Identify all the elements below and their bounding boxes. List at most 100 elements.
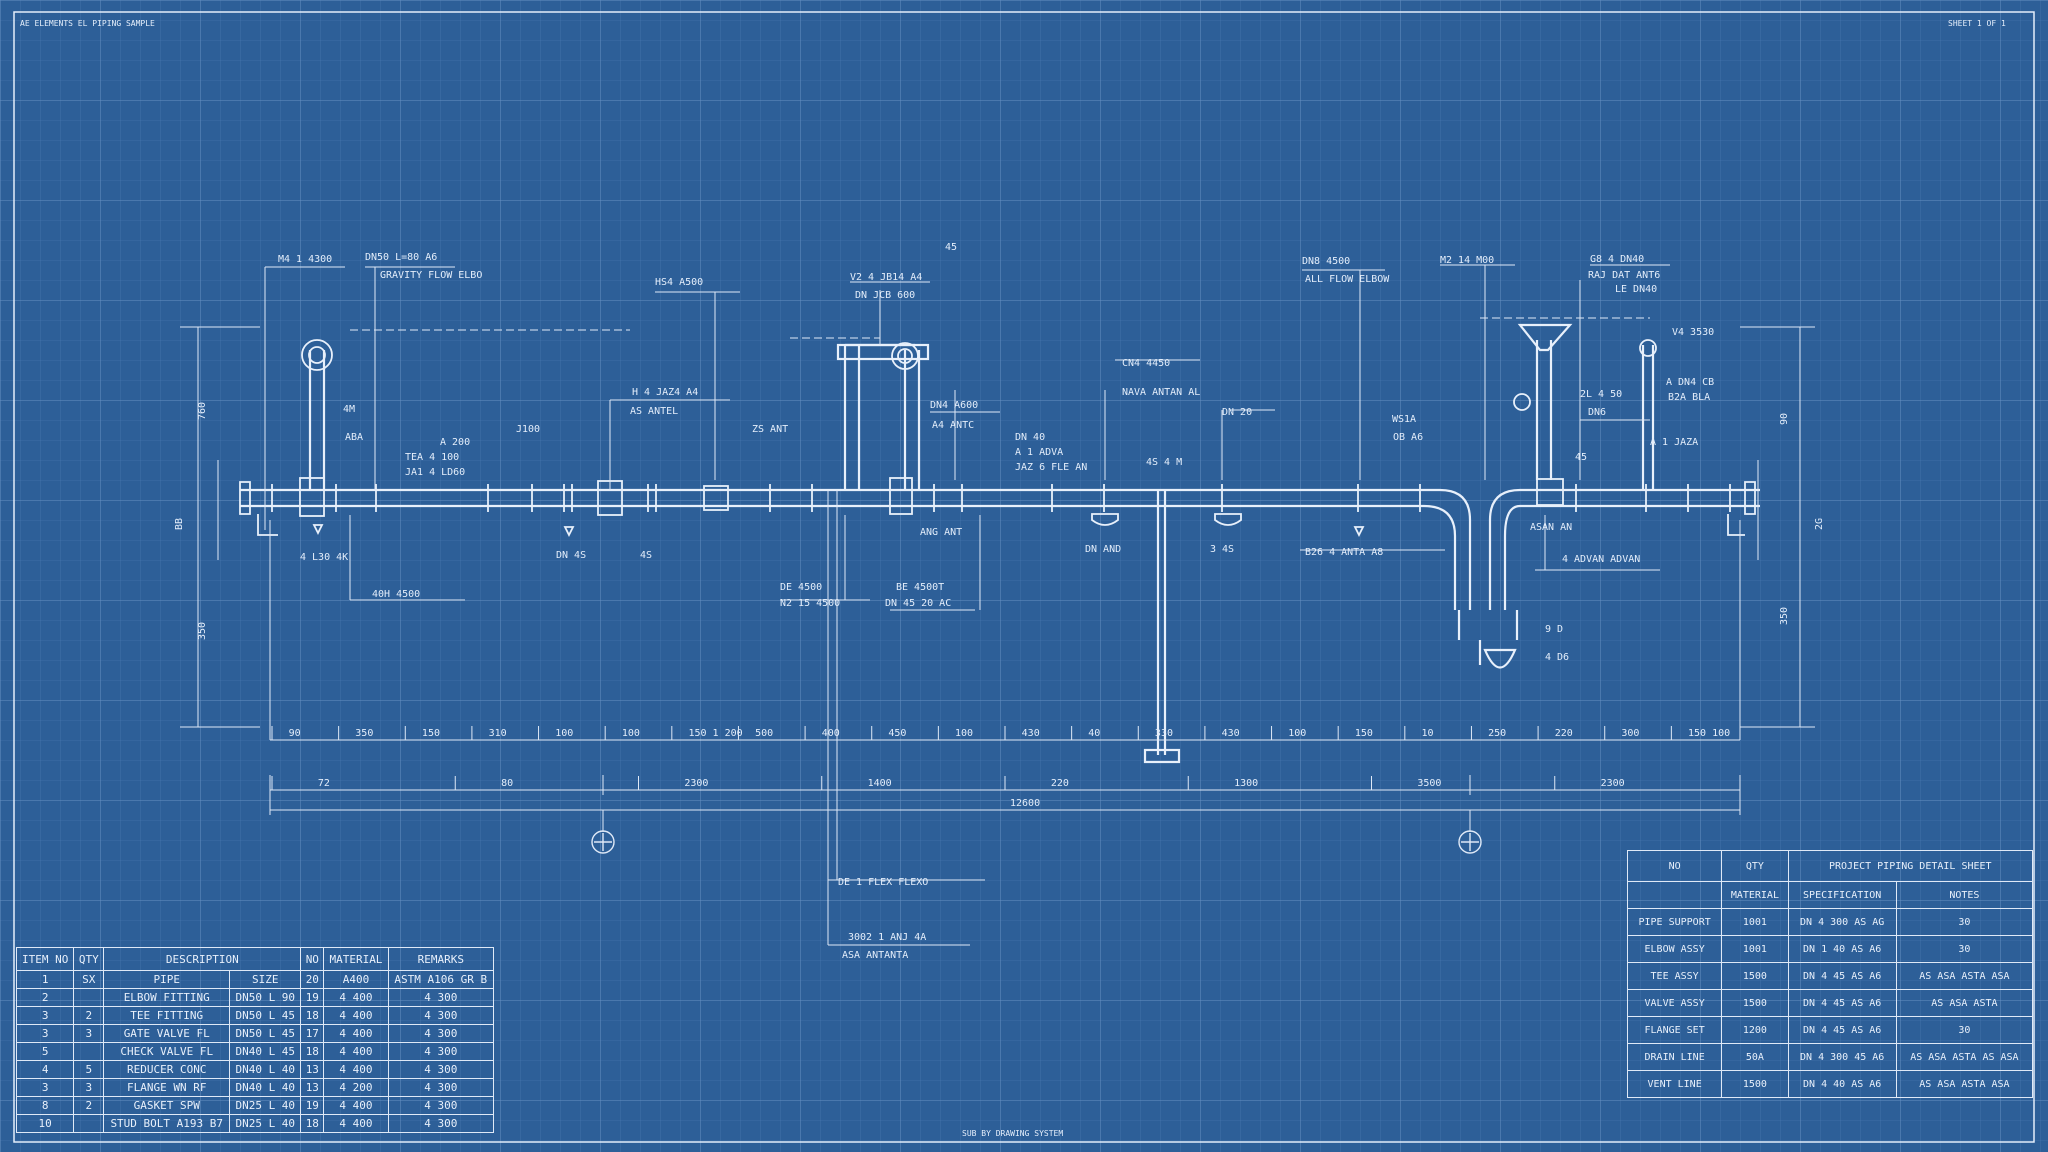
label: 45 bbox=[1575, 452, 1587, 463]
dimension-value: 40 bbox=[1088, 728, 1100, 739]
dimension-value: 500 bbox=[755, 728, 773, 739]
label: DN JCB 600 bbox=[855, 290, 915, 301]
vertical-dimension: 760 bbox=[197, 402, 208, 420]
leaders bbox=[264, 264, 1670, 946]
titleblock-header: NO bbox=[1626, 850, 1723, 882]
vertical-dimension: BB bbox=[174, 518, 185, 530]
titleblock-cell: 30 bbox=[1895, 908, 2034, 936]
label: B2A BLA bbox=[1668, 392, 1710, 403]
dimension-value: 150 bbox=[422, 728, 440, 739]
titleblock-cell: 1200 bbox=[1721, 1016, 1789, 1044]
label: 4M bbox=[343, 404, 355, 415]
dimension-value: 100 bbox=[955, 728, 973, 739]
grid-marker-icon bbox=[591, 830, 615, 854]
vertical-dimension: 90 bbox=[1779, 413, 1790, 425]
label: ALL FLOW ELBOW bbox=[1305, 274, 1390, 285]
bom-cell: 3 bbox=[73, 1078, 105, 1097]
label: 40H 4500 bbox=[372, 589, 420, 600]
titleblock-cell: MATERIAL bbox=[1721, 881, 1789, 909]
label: A DN4 CB bbox=[1666, 377, 1714, 388]
label: 9 D bbox=[1545, 624, 1563, 635]
dimension-value: 2300 bbox=[1601, 778, 1625, 789]
valve-body bbox=[703, 485, 729, 511]
label: CN4 4450 bbox=[1122, 358, 1170, 369]
titleblock-cell: SPECIFICATION bbox=[1787, 881, 1897, 909]
bom-cell: 3 bbox=[15, 1006, 75, 1025]
bom-cell: TEE FITTING bbox=[103, 1006, 231, 1025]
label: DN8 4500 bbox=[1302, 256, 1350, 267]
label: 4S 4 M bbox=[1146, 457, 1182, 468]
bom-cell: 2 bbox=[73, 1096, 105, 1115]
dimension-value: 10 bbox=[1421, 728, 1433, 739]
titleblock-cell: TEE ASSY bbox=[1626, 962, 1723, 990]
bom-cell: 4 400 bbox=[323, 1024, 389, 1043]
dimension-value: 150 1 200 bbox=[688, 728, 742, 739]
dimension-value: 150 bbox=[1355, 728, 1373, 739]
titleblock-cell: 1500 bbox=[1721, 1070, 1789, 1098]
titleblock-subheader-row: MATERIAL SPECIFICATION NOTES bbox=[1626, 881, 2034, 909]
label: DN 4S bbox=[556, 550, 586, 561]
bom-cell: 20 bbox=[300, 970, 325, 989]
titleblock-cell: NOTES bbox=[1895, 881, 2034, 909]
label: 4S bbox=[640, 550, 652, 561]
label: 4 ADVAN ADVAN bbox=[1562, 554, 1640, 565]
bom-cell: 4 400 bbox=[323, 988, 389, 1007]
titleblock-cell: AS ASA ASTA ASA bbox=[1895, 1070, 2034, 1098]
titleblock-cell: AS ASA ASTA AS ASA bbox=[1895, 1043, 2034, 1071]
dimension-value: 100 bbox=[555, 728, 573, 739]
titleblock-cell: 1500 bbox=[1721, 989, 1789, 1017]
label: DE 4500 bbox=[780, 582, 822, 593]
bom-cell: 17 bbox=[300, 1024, 325, 1043]
label: DN6 bbox=[1588, 407, 1606, 418]
label: 4 D6 bbox=[1545, 652, 1569, 663]
label: A 1 ADVA bbox=[1015, 447, 1063, 458]
bom-cell: 4 400 bbox=[323, 1060, 389, 1079]
dimension-value: 150 100 bbox=[1688, 728, 1730, 739]
bom-cell: DN25 L 40 bbox=[229, 1114, 302, 1133]
dimension-value: 220 bbox=[1555, 728, 1573, 739]
titleblock-cell: DN 4 45 AS A6 bbox=[1787, 989, 1897, 1017]
fittings bbox=[239, 339, 1756, 538]
header-right: SHEET 1 OF 1 bbox=[1948, 19, 2006, 28]
label: A 200 bbox=[440, 437, 470, 448]
label: ASA ANTANTA bbox=[842, 950, 908, 961]
dimension-value: 220 bbox=[1051, 778, 1069, 789]
bom-cell: 10 bbox=[15, 1114, 75, 1133]
vertical-dimension: 350 bbox=[1779, 607, 1790, 625]
label: JA1 4 LD60 bbox=[405, 467, 465, 478]
bom-cell: ELBOW FITTING bbox=[103, 988, 231, 1007]
bom-cell: 2 bbox=[73, 1006, 105, 1025]
label: 45 bbox=[945, 242, 957, 253]
label: ABA bbox=[345, 432, 363, 443]
vertical-dimension: 2G bbox=[1814, 518, 1825, 530]
label: M2 14 M00 bbox=[1440, 255, 1494, 266]
dimension-value: 72 bbox=[318, 778, 330, 789]
main-pipe bbox=[240, 323, 1760, 764]
bom-cell: 2 bbox=[15, 988, 75, 1007]
dimension-value: 1300 bbox=[1234, 778, 1258, 789]
dimension-value: 250 bbox=[1488, 728, 1506, 739]
grid-marker-icon bbox=[1458, 830, 1482, 854]
bom-cell: DN40 L 45 bbox=[229, 1042, 302, 1061]
bom-cell: 3 bbox=[15, 1078, 75, 1097]
bom-cell: 4 300 bbox=[387, 1024, 495, 1043]
titleblock-cell: ELBOW ASSY bbox=[1626, 935, 1723, 963]
bom-cell: CHECK VALVE FL bbox=[103, 1042, 231, 1061]
bom-cell: 3 bbox=[15, 1024, 75, 1043]
dimension-value: 430 bbox=[1022, 728, 1040, 739]
bom-cell: 4 300 bbox=[387, 1078, 495, 1097]
label: GRAVITY FLOW ELBO bbox=[380, 270, 482, 281]
titleblock-cell: DN 4 45 AS A6 bbox=[1787, 962, 1897, 990]
dimension-total: 12600 bbox=[1010, 798, 1040, 809]
